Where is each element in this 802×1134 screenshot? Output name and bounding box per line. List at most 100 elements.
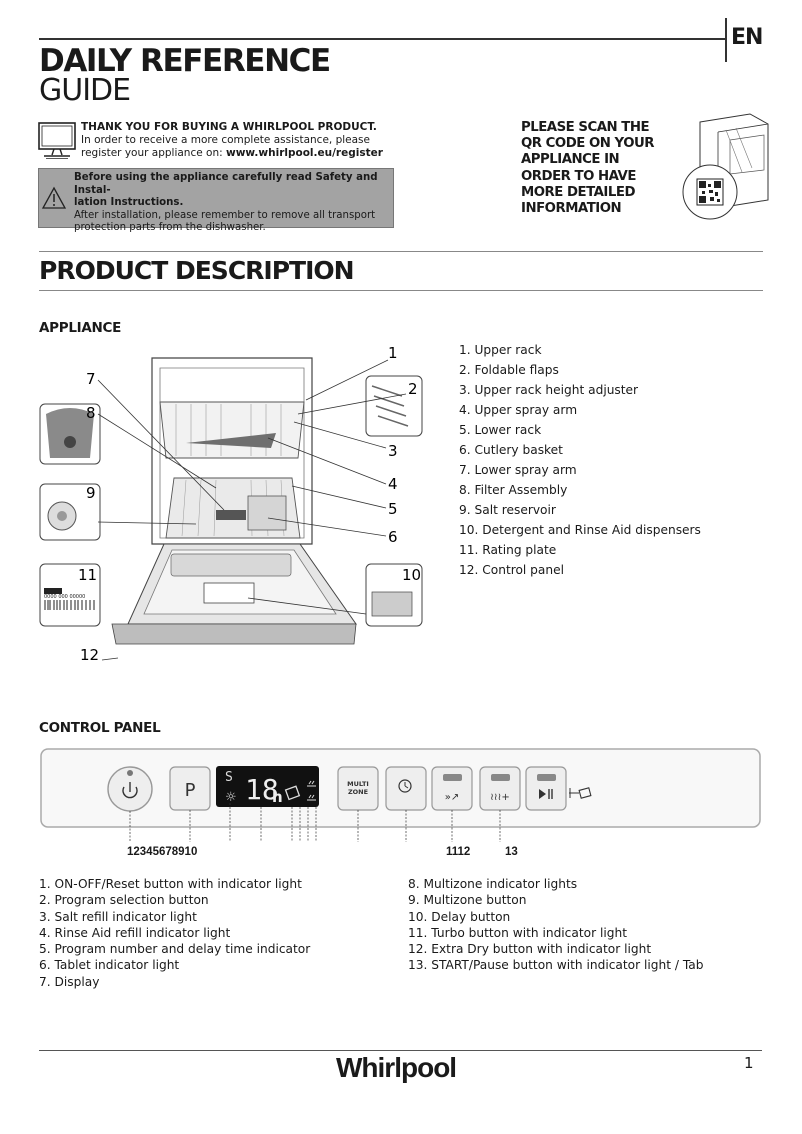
multizone-indicator-icon xyxy=(307,780,316,801)
program-button[interactable]: P xyxy=(169,766,211,811)
list-item: 5. Program number and delay time indicat… xyxy=(39,942,311,957)
list-item: 9. Multizone button xyxy=(408,893,527,908)
delay-button[interactable] xyxy=(385,766,427,811)
list-item: 1. Upper rack xyxy=(459,343,542,357)
rinse-aid-indicator-icon: ☼ xyxy=(225,790,237,805)
turbo-indicator-light xyxy=(443,774,462,781)
document-title: DAILY REFERENCE xyxy=(39,43,331,79)
callout-3: 3 xyxy=(388,442,398,460)
list-item: 4. Upper spray arm xyxy=(459,403,578,417)
list-item: 8. Multizone indicator lights xyxy=(408,877,578,891)
qr-line: ORDER TO HAVE xyxy=(521,168,636,184)
qr-line: APPLIANCE IN xyxy=(521,152,620,168)
list-item: 1. ON-OFF/Reset button with indicator li… xyxy=(39,877,302,891)
callout-9: 9 xyxy=(86,484,96,502)
qr-instruction: PLEASE SCAN THE QR CODE ON YOUR APPLIANC… xyxy=(521,120,691,217)
dishwasher-qr-illustration xyxy=(682,113,769,220)
warning-bold-line2: lation Instructions. xyxy=(74,197,184,208)
power-button[interactable] xyxy=(107,766,153,812)
qr-code-icon xyxy=(696,178,724,206)
qr-line: MORE DETAILED xyxy=(521,184,635,200)
list-item: 7. Lower spray arm xyxy=(459,463,577,477)
display: S ☼ 18 h xyxy=(216,766,319,807)
callout-2: 2 xyxy=(408,380,418,398)
list-item: 10. Delay button xyxy=(408,909,511,924)
list-item: 4. Rinse Aid refill indicator light xyxy=(39,925,231,940)
extra-dry-button[interactable]: ≀≀≀+ xyxy=(479,766,521,811)
callout-7: 7 xyxy=(86,370,96,388)
delay-hours-indicator: h xyxy=(272,788,283,806)
rating-plate-code: 0000 000 00000 xyxy=(44,594,85,600)
warning-line1: After installation, please remember to r… xyxy=(74,209,376,221)
callout-12: 12 xyxy=(80,646,99,664)
tablet-tab-icon xyxy=(569,787,592,799)
appliance-parts-list: 1. Upper rack 2. Foldable flaps 3. Upper… xyxy=(459,341,701,581)
header-rule xyxy=(39,38,725,40)
thank-you-line: In order to receive a more complete assi… xyxy=(81,134,370,146)
control-panel-callouts-mid: 1112 xyxy=(446,846,471,858)
control-panel-heading: CONTROL PANEL xyxy=(39,720,161,736)
control-panel-callouts-right: 13 xyxy=(505,846,518,858)
qr-line: INFORMATION xyxy=(521,201,622,217)
appliance-heading: APPLIANCE xyxy=(39,320,122,336)
callout-8: 8 xyxy=(86,404,96,422)
page-number: 1 xyxy=(744,1054,754,1072)
thank-you-heading: THANK YOU FOR BUYING A WHIRLPOOL PRODUCT… xyxy=(81,121,377,133)
callout-5: 5 xyxy=(388,500,398,518)
list-item: 12. Control panel xyxy=(459,563,564,577)
delay-clock-icon xyxy=(398,779,412,793)
thank-you-message: THANK YOU FOR BUYING A WHIRLPOOL PRODUCT… xyxy=(81,121,401,160)
list-item: 11. Rating plate xyxy=(459,543,557,557)
turbo-icon: »↗ xyxy=(445,792,460,803)
list-item: 3. Upper rack height adjuster xyxy=(459,383,639,397)
list-item: 5. Lower rack xyxy=(459,423,542,437)
list-item: 6. Cutlery basket xyxy=(459,443,563,457)
extra-dry-icon: ≀≀≀+ xyxy=(490,792,510,803)
footer-rule xyxy=(39,1050,762,1051)
list-item: 10. Detergent and Rinse Aid dispensers xyxy=(459,523,701,537)
start-pause-button[interactable] xyxy=(525,766,567,811)
warning-line2: protection parts from the dishwasher. xyxy=(74,222,266,233)
warning-icon xyxy=(41,186,67,209)
control-panel-diagram: P S ☼ 18 h MULTI ZONE »↗ ≀≀≀+ xyxy=(40,748,761,842)
register-link[interactable]: www.whirlpool.eu/register xyxy=(226,147,383,159)
callout-10: 10 xyxy=(402,566,421,584)
safety-warning-box xyxy=(38,168,394,228)
multizone-button[interactable]: MULTI ZONE xyxy=(337,766,379,811)
language-code: EN xyxy=(731,25,763,50)
list-item: 9. Salt reservoir xyxy=(459,503,556,517)
qr-line: PLEASE SCAN THE xyxy=(521,120,650,135)
start-indicator-light xyxy=(537,774,556,781)
safety-warning-text: Before using the appliance carefully rea… xyxy=(74,172,390,235)
list-item: 12. Extra Dry button with indicator ligh… xyxy=(408,942,652,957)
callout-11: 11 xyxy=(78,566,97,584)
control-panel-list-left: 1. ON-OFF/Reset button with indicator li… xyxy=(39,876,310,990)
section-rule xyxy=(39,290,763,291)
warning-bold-line1: Before using the appliance carefully rea… xyxy=(74,172,378,196)
document-title-line2: GUIDE xyxy=(39,73,131,108)
multizone-label-line1: MULTI xyxy=(347,780,369,788)
control-panel-callouts-left: 12345678910 xyxy=(127,846,198,858)
qr-line: QR CODE ON YOUR xyxy=(521,136,655,152)
list-item: 7. Display xyxy=(39,974,100,989)
program-button-label: P xyxy=(185,780,196,801)
salt-indicator-icon: S xyxy=(225,770,233,785)
play-pause-icon xyxy=(539,789,546,799)
callout-4: 4 xyxy=(388,475,398,493)
section-rule xyxy=(39,251,763,252)
register-prefix: register your appliance on: xyxy=(81,147,226,159)
turbo-button[interactable]: »↗ xyxy=(431,766,473,811)
list-item: 6. Tablet indicator light xyxy=(39,958,180,973)
callout-1: 1 xyxy=(388,344,398,362)
list-item: 11. Turbo button with indicator light xyxy=(408,925,627,940)
brand-logo: Whirlpool xyxy=(336,1052,457,1083)
program-number-display: 18 xyxy=(245,773,279,806)
list-item: 8. Filter Assembly xyxy=(459,483,568,497)
extra-dry-indicator-light xyxy=(491,774,510,781)
tablet-indicator-icon xyxy=(284,785,301,801)
multizone-label-line2: ZONE xyxy=(348,788,368,796)
dishwasher-diagram: 0000 000 00000 1 2 3 4 5 6 7 8 9 10 11 1… xyxy=(39,344,423,664)
control-panel-list-right: 8. Multizone indicator lights 9. Multizo… xyxy=(408,876,704,974)
callout-6: 6 xyxy=(388,528,398,546)
list-item: 13. START/Pause button with indicator li… xyxy=(408,958,704,973)
